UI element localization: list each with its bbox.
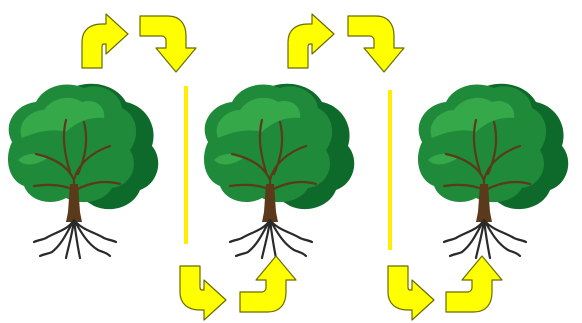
top-curve-right-down-arrow-icon-4 <box>347 15 405 73</box>
top-curve-up-right-arrow-icon-3 <box>287 13 335 69</box>
bottom-curve-right-up-arrow-icon-2 <box>239 255 297 313</box>
tree-1-icon <box>6 82 160 260</box>
tree-2-icon <box>202 82 356 260</box>
bottom-curve-down-right-arrow-icon-3 <box>387 265 435 321</box>
bottom-curve-down-right-arrow-icon-1 <box>179 265 227 321</box>
top-curve-up-right-arrow-icon-1 <box>81 13 129 69</box>
top-curve-right-down-arrow-icon-2 <box>139 15 197 73</box>
bottom-curve-right-up-arrow-icon-4 <box>445 255 503 313</box>
tree-3-icon <box>416 82 570 260</box>
